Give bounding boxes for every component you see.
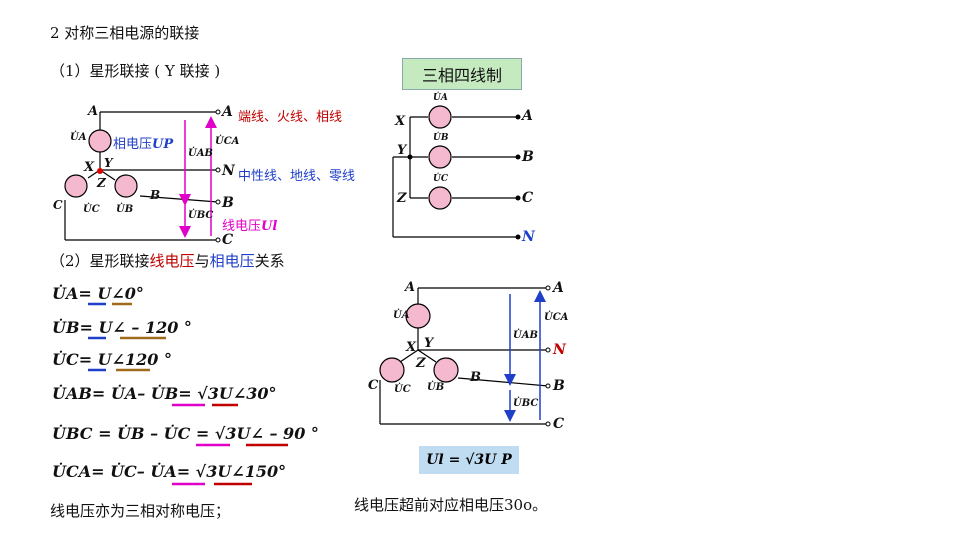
d3-label-Z: Z: [416, 356, 426, 371]
footer-left-text: 线电压亦为三相对称电压；: [50, 502, 231, 520]
source-a3-icon: [405, 303, 431, 329]
d1-note-A: 端线、火线、相线: [238, 110, 343, 125]
source-b3-icon: [433, 357, 459, 383]
d1-note-N: 中性线、地线、零线: [238, 169, 356, 184]
d1-label-B-right: B: [150, 188, 161, 202]
source-a2-icon: [428, 105, 452, 129]
d1-label-B: B: [222, 195, 234, 211]
d2-uc: U̇C: [433, 174, 449, 184]
source-c-icon: [64, 174, 88, 198]
d2-label-C: C: [522, 190, 534, 206]
equation-uab: U̇AB= U̇A– U̇B= √3U∠30°: [52, 384, 277, 403]
d2-label-N: N: [522, 229, 535, 245]
four-wire-diagram: [392, 116, 518, 238]
footer-right-text: 线电压超前对应相电压30o。: [354, 496, 548, 514]
d2-label-X: X: [395, 114, 406, 129]
d3-label-N: N: [553, 342, 566, 358]
d3-label-A-top: A: [405, 280, 416, 295]
equation-ub: U̇B= U∠ – 120 °: [52, 318, 192, 337]
equation-ua: U̇A= U∠0°: [52, 284, 144, 303]
d1-label-X: X: [84, 160, 95, 175]
d1-ub: U̇B: [116, 204, 134, 215]
line-voltage-text: 线电压: [222, 219, 262, 234]
d1-label-Z: Z: [97, 176, 106, 190]
source-c2-icon: [428, 186, 452, 210]
d3-uc: U̇C: [394, 384, 411, 395]
relation-heading-phase-voltage: 相电压: [209, 252, 255, 270]
d2-label-Y: Y: [397, 143, 407, 158]
d3-uca: U̇CA: [544, 312, 569, 323]
source-b2-icon: [428, 145, 452, 169]
d3-label-A: A: [553, 280, 564, 296]
relation-heading-part1: （2）星形联接: [50, 252, 150, 270]
subsection-relation: （2）星形联接线电压与相电压关系: [50, 250, 285, 271]
source-c3-icon: [379, 357, 405, 383]
d1-label-A: A: [222, 104, 233, 120]
relation-heading-line-voltage: 线电压: [149, 252, 195, 270]
d1-uca: U̇CA: [215, 136, 240, 147]
d1-line-voltage: 线电压Ul: [222, 215, 277, 234]
phase-voltage-text: 相电压: [113, 137, 153, 152]
d1-ubc: U̇BC: [188, 210, 214, 221]
neutral-point-icon: [97, 168, 103, 174]
equation-ubc: U̇BC = U̇B – U̇C = √3U∠ – 90 °: [52, 424, 319, 443]
equation-uca: U̇CA= U̇C– U̇A= √3U∠150°: [52, 462, 287, 481]
d2-label-Z: Z: [397, 191, 407, 206]
star-diagram-2: [379, 287, 549, 425]
relation-box: Ul = √3U P: [419, 446, 519, 474]
source-a-icon: [88, 129, 112, 153]
d3-label-B-right: B: [470, 370, 481, 385]
relation-heading-and: 与: [194, 252, 210, 270]
section-title: 2 对称三相电源的联接: [50, 24, 200, 42]
d3-label-X: X: [406, 340, 417, 355]
d1-label-N: N: [222, 163, 235, 179]
d1-ua: U̇A: [70, 132, 87, 143]
d2-label-A: A: [522, 108, 533, 124]
d1-uc: U̇C: [83, 204, 100, 215]
line-voltage-symbol: Ul: [261, 219, 278, 234]
source-b-icon: [114, 174, 138, 198]
d1-uab: U̇AB: [188, 148, 213, 159]
relation-heading-end: 关系: [254, 252, 285, 270]
three-phase-four-wire-label: 三相四线制: [402, 58, 522, 90]
d2-label-B: B: [522, 149, 534, 165]
equation-uc: U̇C= U∠120 °: [52, 350, 172, 369]
d3-ub: U̇B: [427, 382, 445, 393]
d3-label-C-left: C: [368, 378, 379, 393]
d2-ua: U̇A: [433, 93, 448, 103]
subsection-star-connection: （1）星形联接 ( Y 联接 ): [50, 62, 221, 80]
d3-label-B: B: [553, 378, 565, 394]
phase-voltage-symbol: UP: [152, 137, 174, 152]
d2-ub: U̇B: [433, 133, 449, 143]
d1-label-A-top: A: [88, 104, 99, 119]
d3-uab: U̇AB: [513, 330, 538, 341]
d3-ua: U̇A: [393, 310, 410, 321]
d1-label-C-left: C: [53, 198, 63, 212]
d3-label-C: C: [553, 416, 565, 432]
d1-phase-voltage: 相电压UP: [113, 133, 173, 152]
d3-label-Y: Y: [424, 336, 434, 351]
d3-ubc: U̇BC: [513, 398, 539, 409]
d1-label-Y: Y: [104, 156, 113, 170]
d1-label-C: C: [222, 232, 234, 248]
